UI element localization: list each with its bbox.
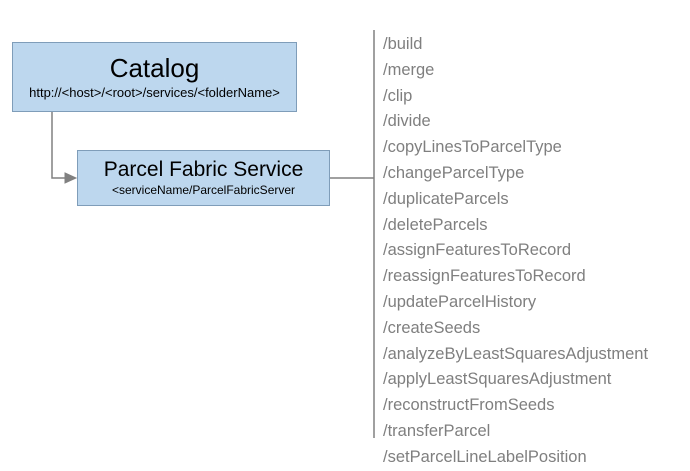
list-item: /reconstructFromSeeds (383, 396, 555, 415)
list-item: /merge (383, 60, 435, 79)
list-item: /divide (383, 112, 431, 131)
list-item: /analyzeByLeastSquaresAdjustment (383, 344, 649, 363)
list-item: /copyLinesToParcelType (383, 138, 562, 157)
list-item: /applyLeastSquaresAdjustment (383, 370, 612, 389)
list-item: /build (383, 35, 423, 53)
list-item: /createSeeds (383, 318, 481, 337)
list-item: /clip (383, 86, 413, 105)
list-item: /setParcelLineLabelPosition (383, 447, 587, 466)
diagram-canvas: Catalog http://<host>/<root>/services/<f… (12, 30, 648, 466)
list-item: /reassignFeaturesToRecord (383, 267, 586, 286)
catalog-url: http://<host>/<root>/services/<folderNam… (29, 85, 280, 101)
catalog-node: Catalog http://<host>/<root>/services/<f… (12, 42, 297, 112)
list-item: /deleteParcels (383, 215, 488, 234)
list-item: /assignFeaturesToRecord (383, 241, 572, 260)
list-item: /duplicateParcels (383, 189, 509, 208)
list-item: /changeParcelType (383, 163, 525, 182)
list-item: /updateParcelHistory (383, 292, 537, 311)
service-title: Parcel Fabric Service (103, 158, 304, 182)
catalog-title: Catalog (109, 52, 200, 83)
parcel-fabric-service-node: Parcel Fabric Service <serviceName/Parce… (77, 150, 330, 206)
list-item: /transferParcel (383, 421, 491, 440)
operations-list: /build /merge /clip /divide /copyLinesTo… (383, 32, 683, 471)
service-path: <serviceName/ParcelFabricServer (111, 183, 296, 198)
